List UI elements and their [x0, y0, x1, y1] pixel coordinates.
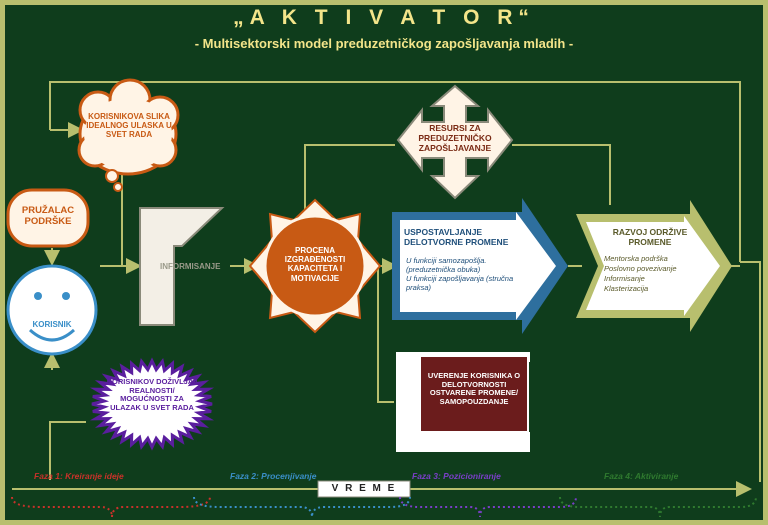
assessment-shape: [248, 198, 382, 334]
establishing-list: U funkciji samozapošlja. (preduzetnička …: [406, 256, 524, 292]
phase-braces: [11, 496, 757, 518]
connector-lines: [44, 81, 761, 482]
assessment-text: PROCENA IZGRAĐENOSTI KAPACITETA I MOTIVA…: [284, 246, 346, 283]
development-item: Poslovno povezivanje: [604, 264, 677, 274]
phase-1-brace: [11, 496, 211, 518]
informing-text: INFORMISANJE: [160, 262, 221, 271]
phase-2-brace: [193, 496, 411, 518]
resources-to-development-line: [512, 144, 611, 205]
phase-3-label: Faza 3: Pozicioniranje: [412, 471, 501, 481]
resources-text: RESURSI ZA PREDUZETNIČKO ZAPOŠLJAVANJE: [418, 123, 492, 153]
development-item: Klasterizacija: [604, 284, 649, 294]
perception-text: KORISNIKOV DOŽIVLJAJ REALNOSTI/ MOGUĆNOS…: [106, 377, 198, 412]
development-list: Mentorska podrška Poslovno povezivanje I…: [604, 254, 696, 295]
ideal-picture-text: KORISNIKOVA SLIKA IDEALNOG ULASKA U SVET…: [86, 112, 172, 140]
phase-4-brace: [559, 496, 757, 518]
assessment-to-resources-line: [304, 144, 395, 215]
diagram-title: „A K T I V A T O R“: [233, 6, 535, 29]
perception-starburst: [89, 357, 215, 451]
time-label-box: [317, 480, 411, 498]
establishing-item: U funkciji zapošljavanja (stručna praksa…: [406, 274, 514, 292]
right-return-line: [740, 261, 761, 482]
smile-icon: [28, 328, 76, 342]
conviction-box: [419, 355, 529, 433]
support-provider-shape: [6, 188, 90, 248]
development-item: Informisanje: [604, 274, 645, 284]
left-eye-icon: [34, 292, 42, 300]
establishing-title: USPOSTAVLJANJE DELOTVORNE PROMENE: [404, 227, 509, 247]
diagram-subtitle: - Multisektorski model preduzetničkog za…: [194, 36, 574, 51]
phase-3-brace: [399, 496, 577, 518]
conviction-text: UVERENJE KORISNIKA O DELOTVORNOSTI OSTVA…: [427, 371, 521, 406]
user-smiley: [6, 264, 98, 356]
right-eye-icon: [62, 292, 70, 300]
bottom-loop-line: [49, 421, 86, 480]
resources-shape: [396, 84, 514, 200]
establishing-item: U funkciji samozapošlja. (preduzetnička …: [406, 256, 487, 274]
development-item: Mentorska podrška: [604, 254, 668, 263]
time-label: V R E M E: [331, 483, 397, 494]
to-conviction-line: [377, 266, 394, 403]
ideal-picture-cloud: [77, 78, 180, 192]
user-text: KORISNIK: [32, 320, 72, 329]
informing-shape: [139, 207, 225, 326]
phase-4-label: Faza 4: Aktiviranje: [604, 471, 679, 481]
phase-2-label: Faza 2: Procenjivanje: [230, 471, 317, 481]
support-provider-text: PRUŽALAC PODRŠKE: [21, 205, 75, 227]
top-loop-line: [49, 81, 741, 262]
establishing-arrow-inner: [400, 212, 556, 320]
phase-1-label: Faza 1: Kreiranje ideje: [34, 471, 124, 481]
development-title: RAZVOJ ODRŽIVE PROMENE: [612, 227, 688, 247]
development-arrow-inner: [586, 216, 720, 316]
